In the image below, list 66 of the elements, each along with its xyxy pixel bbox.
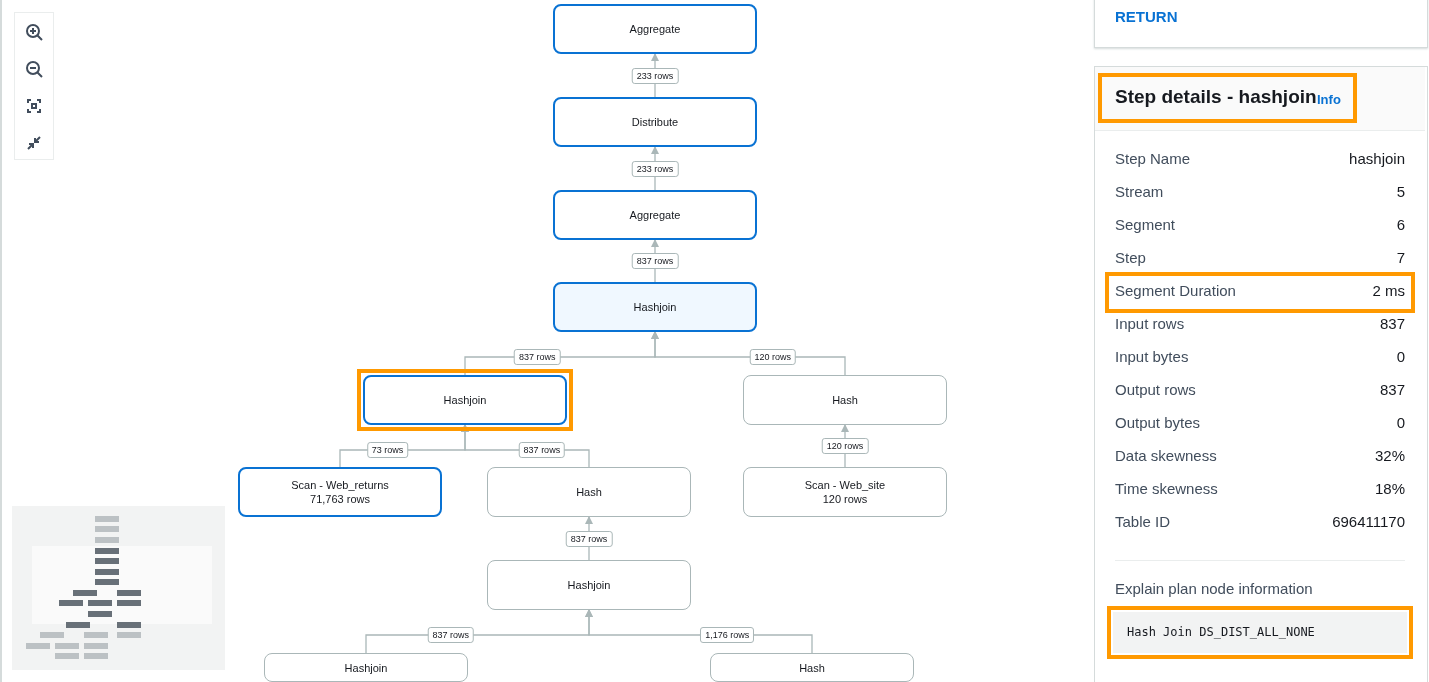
field-name: Segment Duration [1115,282,1236,299]
edge-label: 233 rows [631,160,679,177]
row-count: 71,763 rows [310,492,370,506]
field-value: 837 [1379,381,1405,398]
field-value: 0 [1396,348,1405,365]
step-name: Scan - Web_returns [291,478,389,492]
field-name: Step Name [1115,150,1191,167]
step-name: Hashjoin [344,660,388,675]
step-name: Aggregate [629,22,681,36]
field-name: Step [1115,249,1146,266]
edge-label: 837 rows [518,442,566,458]
step-name: Distribute [631,115,679,129]
field-value: 6 [1396,216,1405,233]
step-name: Hashjoin [443,393,487,407]
field-name: Input bytes [1115,348,1189,365]
field-value: 18% [1374,480,1405,497]
field-value: 837 [1379,315,1405,332]
field-name: Stream [1115,183,1164,200]
field-name: Segment [1115,216,1176,233]
plan-step-box [743,467,947,517]
step-name: Hash [799,660,825,675]
field-name: Output bytes [1115,414,1201,431]
field-name: Output rows [1115,381,1196,398]
field-value: hashjoin [1349,150,1405,167]
plan-step-box [363,375,567,425]
panel-heading: Step details - hashjoin [1115,86,1317,108]
code-block: Hash Join DS_DIST_ALL_NONE [1113,612,1407,653]
step-name: Hashjoin [567,578,611,592]
plan-step-box [264,653,468,682]
field-name: Input rows [1115,315,1185,332]
edge-label: 837 rows [565,530,613,547]
field-name: Data skewness [1115,447,1217,464]
edge-label: 837 rows [631,253,679,269]
edge-label: 837 rows [513,349,561,365]
section-heading: Explain plan node information [1115,580,1313,597]
plan-step-box [238,467,442,517]
plan-step-box [743,375,947,425]
plan-step-box [553,4,757,54]
plan-step-box [487,467,691,517]
field-name: Table ID [1115,513,1171,530]
edge-label: 1,176 rows [700,627,755,643]
field-value: 2 ms [1372,282,1405,299]
edge-label: 233 rows [631,67,679,84]
field-value: 32% [1374,447,1405,464]
edge-label: 120 rows [749,349,797,365]
row-count: 120 rows [822,492,868,506]
field-value: 0 [1396,414,1405,431]
edge-label: 120 rows [821,438,869,454]
plan-step-box [487,560,691,610]
step-name: Hash [576,485,602,499]
edge-label: 837 rows [427,627,474,643]
step-name: Aggregate [629,208,681,222]
plan-step-box [553,190,757,240]
edge-label: 73 rows [366,442,409,458]
plan-step-box [553,97,757,147]
plan-step-box [553,282,757,332]
info-link: Info [1317,92,1341,107]
step-name: Hashjoin [633,300,677,314]
plan-step-box [710,653,914,682]
step-name: Hash [832,393,858,407]
field-value: 696411170 [1332,513,1405,530]
return-link: RETURN [1115,8,1178,25]
field-value: 5 [1396,183,1405,200]
field-name: Time skewness [1115,480,1218,497]
step-name: Scan - Web_site [804,478,886,492]
field-value: 7 [1396,249,1405,266]
